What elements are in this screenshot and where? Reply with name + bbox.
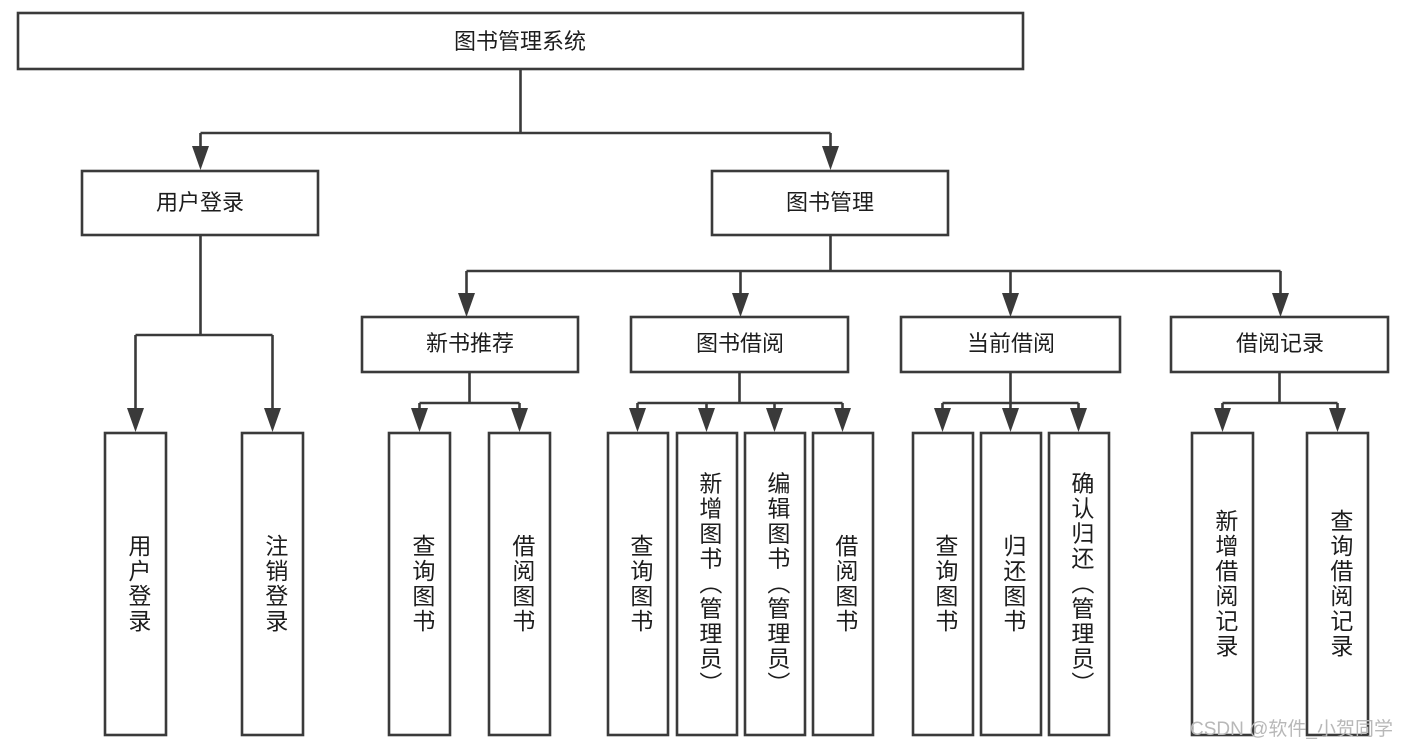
node-new-book-recommend-box[interactable] (360, 315, 580, 374)
leaf-user-login-box[interactable] (103, 431, 168, 737)
arrow-book-mgmt (822, 146, 839, 170)
node-root-box[interactable] (16, 11, 1025, 71)
node-book-management-box[interactable] (710, 169, 950, 237)
arrow-leaf-logout (264, 408, 281, 432)
leaf-borrow-edit-box[interactable] (743, 431, 807, 737)
leaf-node[interactable]: 用户登录 (103, 431, 168, 737)
leaf-node[interactable]: 编辑图书（管理员） (743, 431, 807, 737)
node-borrow-records-box[interactable] (1169, 315, 1390, 374)
leaf-borrow-query-label: 查询图书 (627, 534, 654, 634)
nodes-layer: 图书管理系统 用户登录 图书管理 新书推荐 图书借阅 当前 (16, 11, 1390, 737)
node-current-borrow-box[interactable] (899, 315, 1122, 374)
arrow-current-leaf-1 (934, 408, 951, 432)
watermark-label: CSDN @软件_小贺同学 (1190, 719, 1393, 740)
arrow-leaf-user-login (127, 408, 144, 432)
leaf-borrow-add-box[interactable] (675, 431, 739, 737)
leaf-node[interactable]: 确认归还（管理员） (1047, 431, 1111, 737)
node-root-label: 图书管理系统 (454, 29, 586, 54)
leaf-borrow-edit-label: 编辑图书（管理员） (764, 472, 791, 697)
leaf-node[interactable]: 查询图书 (387, 431, 452, 737)
node-new-book-recommend[interactable]: 新书推荐 (360, 315, 580, 374)
node-book-borrow-label: 图书借阅 (696, 331, 784, 356)
arrow-borrow-leaf-3 (766, 408, 783, 432)
leaf-records-query-box[interactable] (1305, 431, 1370, 737)
leaf-logout-label: 注销登录 (262, 534, 289, 634)
leaf-records-add-box[interactable] (1190, 431, 1255, 737)
leaf-current-confirm-box[interactable] (1047, 431, 1111, 737)
node-new-book-recommend-label: 新书推荐 (426, 331, 514, 356)
leaf-records-add-label: 新增借阅记录 (1212, 509, 1239, 659)
edges-layer (127, 69, 1346, 432)
leaf-node[interactable]: 查询借阅记录 (1305, 431, 1370, 737)
leaf-newbook-query-label: 查询图书 (409, 534, 436, 634)
node-book-borrow[interactable]: 图书借阅 (629, 315, 850, 374)
leaf-logout-box[interactable] (240, 431, 305, 737)
leaf-borrow-do-label: 借阅图书 (832, 534, 859, 634)
arrow-borrow-records (1272, 293, 1289, 317)
arrow-newbook-leaf-1 (411, 408, 428, 432)
arrow-user-login (192, 146, 209, 170)
leaf-user-login-label: 用户登录 (125, 534, 152, 634)
leaf-node[interactable]: 新增图书（管理员） (675, 431, 739, 737)
leaf-node[interactable]: 归还图书 (979, 431, 1043, 737)
leaf-borrow-query-box[interactable] (606, 431, 670, 737)
node-current-borrow[interactable]: 当前借阅 (899, 315, 1122, 374)
leaf-newbook-query-box[interactable] (387, 431, 452, 737)
arrow-records-leaf-1 (1214, 408, 1231, 432)
arrow-borrow-leaf-4 (834, 408, 851, 432)
arrow-newbook-leaf-2 (511, 408, 528, 432)
leaf-current-return-box[interactable] (979, 431, 1043, 737)
arrow-current-leaf-2 (1002, 408, 1019, 432)
leaf-current-confirm-label: 确认归还（管理员） (1068, 472, 1095, 697)
leaf-node[interactable]: 查询图书 (606, 431, 670, 737)
node-book-management[interactable]: 图书管理 (710, 169, 950, 237)
node-user-login-box[interactable] (80, 169, 320, 237)
arrow-current-leaf-3 (1070, 408, 1087, 432)
arrow-records-leaf-2 (1329, 408, 1346, 432)
node-borrow-records-label: 借阅记录 (1236, 331, 1324, 356)
node-borrow-records[interactable]: 借阅记录 (1169, 315, 1390, 374)
arrow-borrow-leaf-1 (629, 408, 646, 432)
node-root[interactable]: 图书管理系统 (16, 11, 1025, 71)
leaf-borrow-add-label: 新增图书（管理员） (696, 472, 723, 697)
node-book-borrow-box[interactable] (629, 315, 850, 374)
leaf-node[interactable]: 借阅图书 (487, 431, 552, 737)
leaf-node[interactable]: 注销登录 (240, 431, 305, 737)
node-user-login-label: 用户登录 (156, 190, 244, 215)
arrow-current-borrow (1002, 293, 1019, 317)
arrow-new-book-rec (458, 293, 475, 317)
arrow-borrow-leaf-2 (698, 408, 715, 432)
leaf-current-query-box[interactable] (911, 431, 975, 737)
leaf-node[interactable]: 借阅图书 (811, 431, 875, 737)
node-book-management-label: 图书管理 (786, 190, 874, 215)
leaf-current-return-label: 归还图书 (1000, 534, 1027, 634)
leaf-borrow-do-box[interactable] (811, 431, 875, 737)
leaf-node[interactable]: 查询图书 (911, 431, 975, 737)
leaf-newbook-borrow-label: 借阅图书 (509, 534, 536, 634)
leaf-node[interactable]: 新增借阅记录 (1190, 431, 1255, 737)
leaf-records-query-label: 查询借阅记录 (1327, 509, 1354, 659)
leaf-newbook-borrow-box[interactable] (487, 431, 552, 737)
arrow-book-borrow (732, 293, 749, 317)
node-current-borrow-label: 当前借阅 (967, 331, 1055, 356)
leaf-current-query-label: 查询图书 (932, 534, 959, 634)
node-user-login[interactable]: 用户登录 (80, 169, 320, 237)
